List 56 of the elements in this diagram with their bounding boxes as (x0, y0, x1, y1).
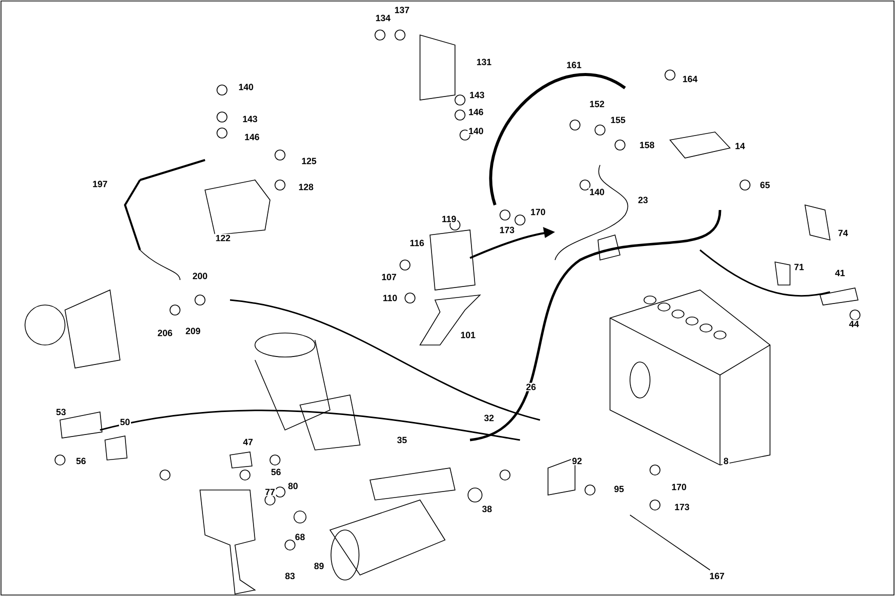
callout-number: 83 (284, 572, 296, 580)
callout-number: 140 (238, 82, 254, 92)
callout-number: 53 (55, 408, 68, 416)
callout-number: 170 (670, 482, 688, 492)
callout-number: 200 (192, 272, 209, 280)
callout-number: 74 (837, 228, 849, 238)
callout-number: 110 (382, 294, 398, 302)
callout-number: 23 (637, 196, 649, 204)
callout-number: 89 (313, 562, 325, 570)
callout-number: 38 (481, 504, 493, 514)
callout-number: 80 (287, 482, 299, 490)
callout-number: 167 (708, 572, 726, 580)
callout-number: 32 (483, 414, 495, 422)
callout-number: 101 (460, 330, 476, 340)
callout-number: 131 (476, 58, 493, 66)
callout-number: 161 (566, 60, 582, 70)
callout-number: 173 (498, 226, 516, 234)
callout-number: 26 (525, 382, 537, 392)
callout-number: 77 (264, 488, 276, 496)
callout-number: 125 (300, 156, 318, 166)
callout-number: 68 (294, 532, 306, 542)
callout-number: 143 (242, 114, 259, 124)
callout-number: 122 (214, 234, 232, 242)
callout-number: 95 (613, 484, 625, 494)
callout-number: 71 (793, 262, 805, 272)
callout-number: 41 (834, 268, 846, 278)
callout-number: 128 (298, 182, 314, 192)
callout-number: 209 (184, 326, 202, 336)
callout-number: 56 (270, 468, 282, 476)
callout-number: 173 (674, 502, 690, 512)
callout-number: 170 (530, 208, 546, 216)
callout-number: 8 (722, 456, 730, 466)
callout-number: 92 (571, 456, 583, 466)
callout-number: 206 (156, 328, 174, 338)
callout-number: 47 (242, 438, 254, 446)
callout-number: 44 (848, 320, 860, 328)
callout-number: 143 (468, 90, 486, 100)
callout-number: 50 (119, 418, 132, 426)
callout-number: 197 (92, 180, 109, 188)
callout-number: 14 (734, 142, 746, 150)
callout-number: 35 (396, 436, 408, 444)
callout-number: 56 (75, 456, 87, 466)
callout-number: 134 (374, 14, 392, 22)
callout-number: 155 (610, 116, 626, 124)
callout-number: 140 (468, 126, 484, 136)
callout-number: 146 (244, 132, 261, 142)
callout-number: 65 (759, 180, 771, 190)
callout-number: 137 (394, 6, 411, 14)
callout-number: 116 (408, 238, 426, 248)
callout-number: 146 (468, 108, 484, 116)
callout-number: 164 (682, 74, 698, 84)
callout-number: 140 (588, 188, 606, 196)
callout-number: 107 (380, 272, 398, 282)
callout-number: 158 (638, 140, 656, 150)
callout-number: 119 (440, 214, 458, 224)
callout-number: 152 (588, 100, 606, 108)
